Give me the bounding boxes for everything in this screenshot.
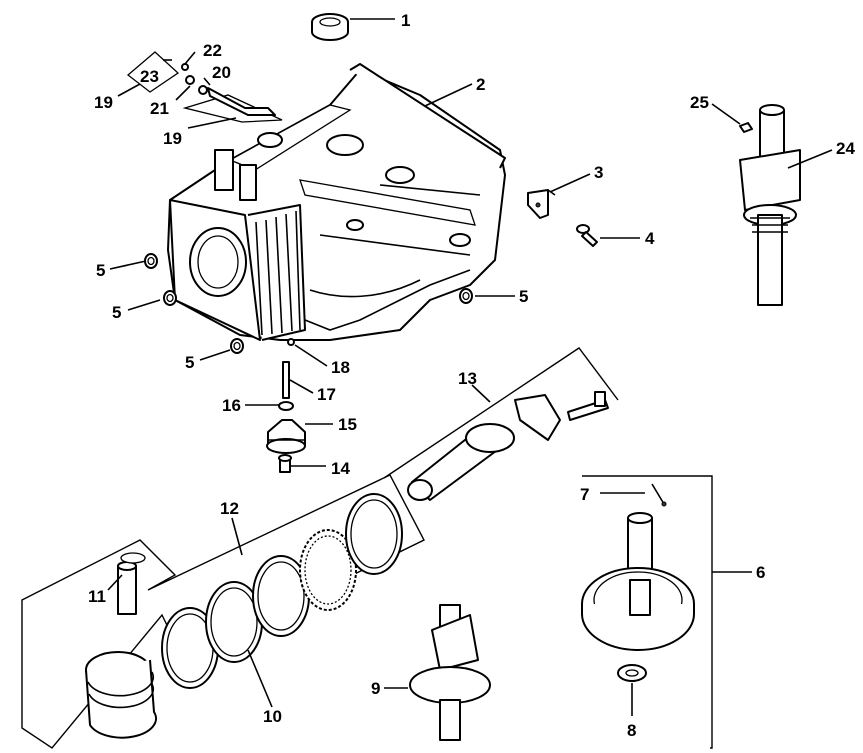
crankcase-block (167, 63, 506, 341)
callout-4: 4 (645, 229, 655, 248)
callout-3: 3 (594, 163, 603, 182)
camshaft-pin (651, 483, 667, 507)
callout-6: 6 (756, 563, 765, 582)
piston-rings-frame (21, 474, 425, 749)
callout-labels: 1 2 3 4 5 5 5 5 6 7 8 9 10 11 12 13 14 1… (88, 11, 855, 740)
compression-ring (161, 607, 219, 689)
callout-24: 24 (836, 139, 855, 158)
callout-5: 5 (519, 287, 528, 306)
camshaft-group-frame (582, 475, 713, 749)
oil-seal (311, 13, 349, 41)
callout-23: 23 (140, 67, 159, 86)
callout-25: 25 (690, 93, 709, 112)
dowel-pin (144, 253, 158, 269)
callout-8: 8 (627, 721, 636, 740)
dowel-pin (459, 288, 473, 304)
governor-assembly (266, 338, 306, 473)
callout-15: 15 (338, 415, 357, 434)
dowel-pin (230, 338, 244, 354)
screw (576, 224, 598, 247)
callout-22: 22 (203, 41, 222, 60)
callout-11: 11 (88, 587, 106, 606)
callout-18: 18 (331, 358, 350, 377)
callout-5: 5 (112, 303, 121, 322)
oil-ring-expander (299, 529, 357, 611)
compression-ring (205, 581, 263, 663)
callout-12: 12 (220, 499, 239, 518)
callout-14: 14 (331, 459, 350, 478)
callout-2: 2 (476, 75, 485, 94)
callout-20: 20 (212, 63, 231, 82)
callout-10: 10 (263, 707, 282, 726)
callout-21: 21 (150, 99, 169, 118)
leader-lines (107, 18, 833, 716)
connecting-rod (407, 391, 609, 501)
callout-9: 9 (371, 679, 380, 698)
callout-19: 19 (163, 129, 182, 148)
callout-5: 5 (96, 261, 105, 280)
oil-ring (345, 493, 403, 575)
callout-19: 19 (94, 93, 113, 112)
shim-washer (617, 664, 647, 682)
callout-13: 13 (458, 369, 477, 388)
piston (85, 651, 157, 739)
balance-shaft (409, 604, 491, 741)
bracket (527, 189, 556, 219)
callout-17: 17 (317, 385, 336, 404)
callout-5: 5 (185, 353, 194, 372)
callout-16: 16 (222, 396, 241, 415)
piston-pin (117, 561, 137, 615)
crankshaft (739, 104, 801, 306)
callout-1: 1 (401, 11, 410, 30)
dowel-pin (163, 290, 177, 306)
camshaft (581, 512, 695, 651)
connecting-rod-group-frame (383, 347, 619, 479)
breather-reed-group (126, 51, 283, 123)
retaining-ring (120, 552, 146, 564)
callout-7: 7 (580, 485, 589, 504)
crankshaft-key (739, 122, 753, 133)
